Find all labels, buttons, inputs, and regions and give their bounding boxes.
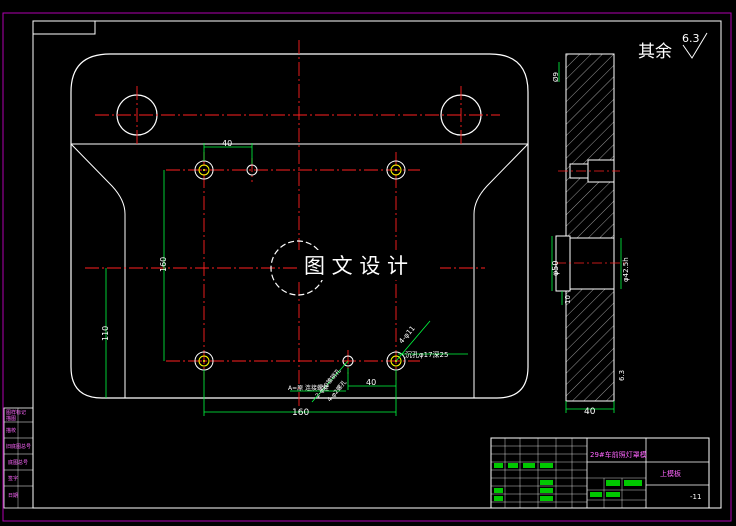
dim-110: 110: [101, 326, 110, 341]
part-name: 上模板: [660, 469, 681, 478]
left-strip-cell: 底图总号: [8, 459, 28, 466]
left-strip-cell: 描校: [6, 427, 16, 434]
drawing-number: -11: [690, 493, 701, 501]
side-dim-phi42: φ42.5h: [622, 257, 630, 282]
watermark-backdrop: [298, 250, 440, 280]
side-dim-phi50: φ50: [551, 261, 560, 276]
watermark: 图 文 设 计: [304, 254, 408, 278]
left-strip-cell: 图样标记: [6, 409, 26, 416]
finish-label: 其余: [638, 42, 672, 62]
finish-value: 6.3: [682, 32, 700, 45]
pin-hole: [342, 355, 354, 367]
side-dim-top: Ø9: [552, 72, 560, 82]
corner-box: [32, 20, 96, 35]
title-block: 29#车前照灯罩模 上模板 -11: [490, 437, 710, 509]
dim-40-top: 40: [222, 139, 232, 148]
dimensions: [105, 143, 468, 416]
bolt-note: A=原 连接螺栓: [288, 384, 329, 392]
roughness-symbol: [682, 32, 708, 59]
plate-outline: [70, 53, 529, 399]
dim-160-horizontal: 160: [292, 408, 309, 418]
inner-frame: [32, 20, 722, 509]
surface-finish-note: 其余 6.3: [638, 32, 708, 62]
dim-160-vertical: 160: [159, 257, 168, 272]
outer-frame: [2, 12, 732, 522]
left-strip-cell: 旧底图总号: [6, 443, 31, 450]
project-name: 29#车前照灯罩模: [590, 450, 647, 459]
left-strip-cell: 签字: [8, 475, 18, 482]
side-section-view: 40 φ50 φ42.5h Ø9 10 6.3: [551, 53, 630, 417]
side-dim-40: 40: [584, 407, 596, 417]
side-dim-10: 10: [564, 295, 572, 304]
plate-front-view: [70, 40, 529, 408]
side-roughness: 6.3: [618, 370, 626, 381]
dim-4-phi11: 4-φ11: [397, 324, 416, 345]
left-strip-cell: 描图: [6, 415, 16, 422]
left-strip-cell: 日期: [8, 493, 18, 499]
counterbore-note: 沉孔φ17深25: [405, 350, 448, 359]
bolt-hole: [386, 160, 406, 180]
pin-hole: [246, 164, 258, 176]
dim-40-lower: 40: [366, 378, 376, 387]
left-strip: 图样标记 描图 描校 旧底图总号 底图总号 签字 日期: [3, 407, 34, 509]
